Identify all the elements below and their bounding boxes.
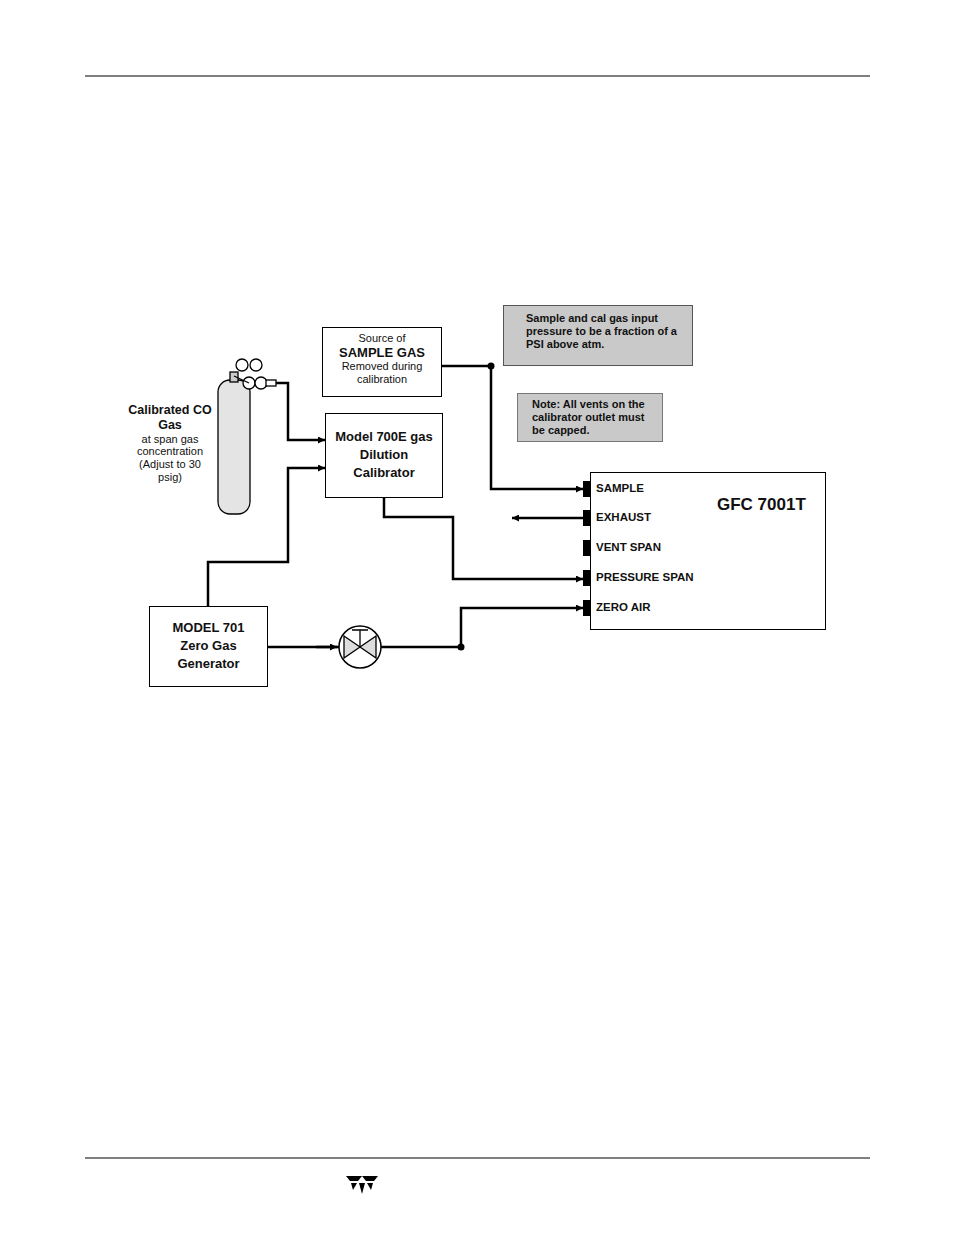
header-rule [85, 76, 870, 77]
note-box: Sample and cal gas input pressure to be … [503, 305, 693, 366]
node-text: Sample and cal gas input pressure to be … [526, 312, 682, 351]
port-name: EXHAUST [596, 512, 651, 524]
note-box: Note: All vents on the calibrator outlet… [517, 393, 663, 442]
calibrator-box: Model 700E gas Dilution Calibrator [325, 413, 443, 498]
node-text: Source of [326, 332, 438, 345]
node-text: Calibrated CO Gas [128, 403, 212, 433]
port-name: SAMPLE [596, 483, 644, 495]
node-text: Removed during calibration [326, 360, 438, 386]
gas-line [384, 498, 583, 579]
footer-rule [85, 1158, 870, 1159]
gas-line [268, 608, 583, 647]
valve-symbol [316, 626, 381, 668]
port-name: ZERO AIR [596, 602, 651, 614]
node-text: Model 700E gas Dilution Calibrator [330, 428, 438, 483]
gas-line [276, 383, 325, 440]
node-text: MODEL 701 Zero Gas Generator [160, 619, 257, 674]
node-text: SAMPLE GAS [326, 345, 438, 360]
node-text: GFC 7001T [717, 495, 817, 515]
port-blocks [583, 481, 591, 616]
source-box: Source ofSAMPLE GASRemoved during calibr… [322, 327, 442, 397]
company-logo [346, 1176, 378, 1194]
port-name: VENT SPAN [596, 542, 661, 554]
gas-cylinder: Calibrated CO Gasat span gas concentrati… [128, 356, 278, 516]
node-text: at span gas concentration (Adjust to 30 … [128, 433, 212, 485]
port-name: PRESSURE SPAN [596, 572, 694, 584]
node-text: Note: All vents on the calibrator outlet… [532, 398, 656, 437]
generator-box: MODEL 701 Zero Gas Generator [149, 606, 268, 687]
exhaust-arrow [512, 517, 583, 520]
